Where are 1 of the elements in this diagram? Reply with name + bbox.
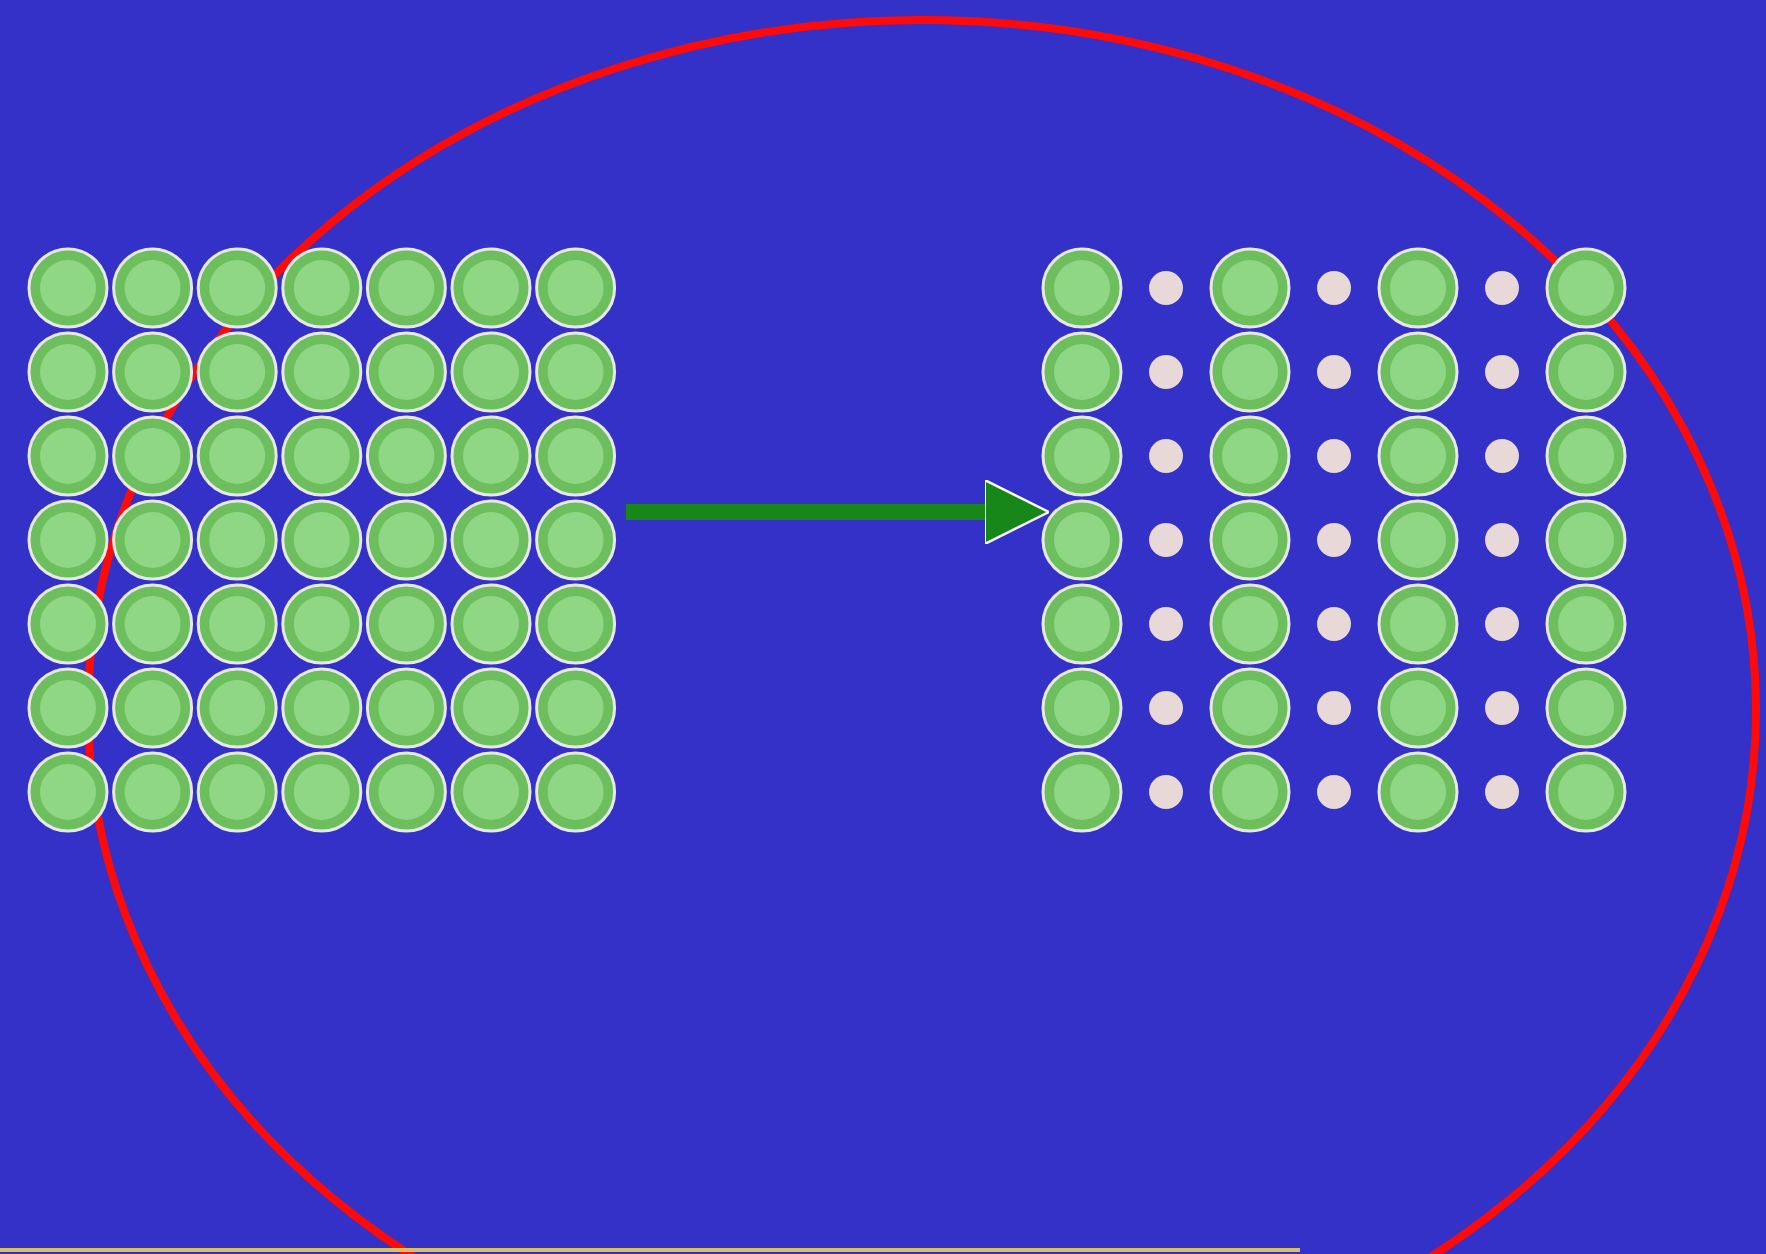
arrow: [626, 478, 1050, 546]
